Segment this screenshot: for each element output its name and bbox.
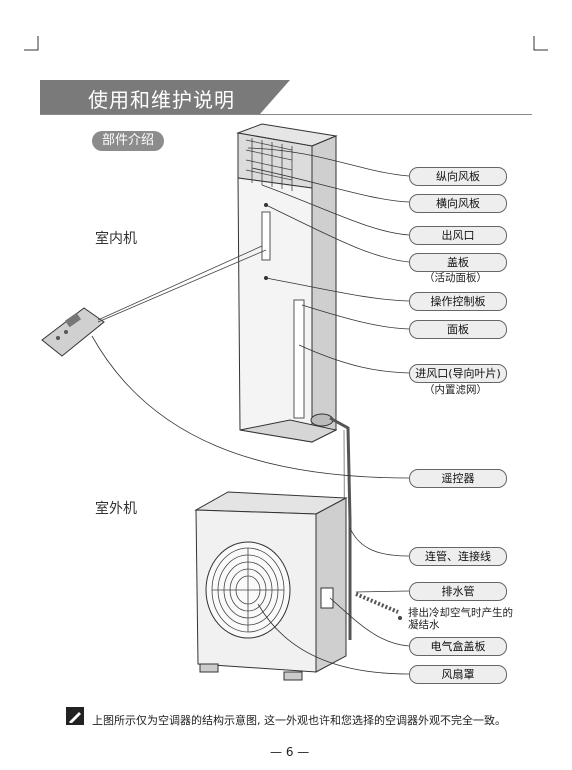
- label-electric-box: 电气盒盖板: [409, 637, 507, 656]
- indoor-unit: [236, 123, 338, 443]
- drain-note-line-2: 凝结水: [408, 619, 440, 631]
- label-remote: 遥控器: [409, 469, 507, 488]
- disclaimer-note: 上图所示仅为空调器的结构示意图, 这一外观也许和您选择的空调器外观不完全一致。: [92, 714, 506, 727]
- label-air-inlet-sub: （内置滤网）: [424, 384, 487, 396]
- label-air-outlet: 出风口: [409, 226, 507, 245]
- page-number: — 6 —: [270, 745, 310, 759]
- label-pipe: 连管、连接线: [409, 547, 507, 566]
- label-fan-guard: 风扇罩: [409, 665, 507, 684]
- outdoor-unit: [194, 491, 348, 681]
- page-title: 使用和维护说明: [88, 88, 235, 112]
- drain-note-line-1: 排出冷却空气时产生的: [408, 607, 513, 619]
- remote-control: [41, 307, 105, 357]
- label-drain: 排水管: [409, 582, 507, 601]
- section-label: 部件介绍: [92, 131, 164, 151]
- note-pencil-icon: [66, 707, 84, 725]
- header-rule: [40, 114, 532, 115]
- label-air-inlet: 进风口(导向叶片): [409, 364, 507, 383]
- label-cover: 盖板: [409, 253, 507, 272]
- label-horizontal-louver: 横向风板: [409, 194, 507, 213]
- label-cover-sub: （活动面板）: [424, 272, 487, 284]
- title-banner: [40, 80, 290, 114]
- label-panel: 面板: [409, 320, 507, 339]
- outdoor-unit-label: 室外机: [95, 501, 137, 517]
- indoor-unit-label: 室内机: [95, 231, 137, 247]
- label-control-panel: 操作控制板: [409, 292, 507, 311]
- label-vertical-louver: 纵向风板: [409, 167, 507, 186]
